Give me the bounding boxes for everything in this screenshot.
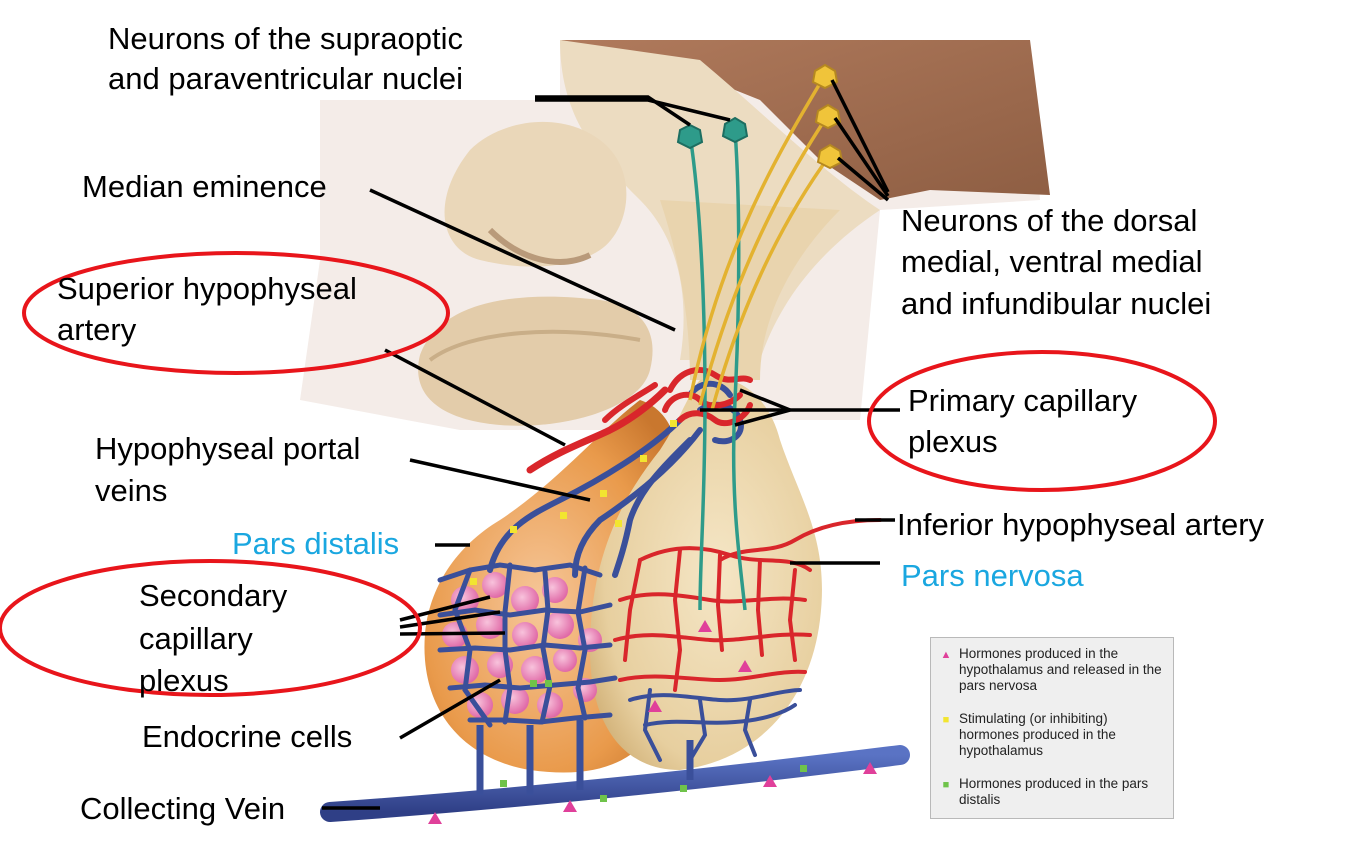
primary-plexus-ellipse xyxy=(867,350,1217,492)
gold-neuron-axons xyxy=(688,74,832,411)
superior-artery-ellipse xyxy=(22,251,450,375)
label-inferior-artery: Inferior hypophyseal artery xyxy=(897,507,1265,542)
collecting-vein xyxy=(320,720,910,822)
posterior-venous-network xyxy=(628,688,802,762)
label-dorsal-line2: medial, ventral medial xyxy=(901,244,1203,279)
leader-lines xyxy=(322,79,900,810)
superior-hypophyseal-artery xyxy=(526,386,669,474)
teal-neuron-axons xyxy=(688,129,747,611)
hormone-markers xyxy=(428,420,877,824)
label-pars-nervosa: Pars nervosa xyxy=(901,558,1084,593)
label-secondary-line1: Secondary xyxy=(139,578,288,613)
legend-box: ▲ Hormones produced in the hypothalamus … xyxy=(930,637,1174,819)
label-superior-artery-line2: artery xyxy=(57,312,137,347)
legend-item-pars-distalis-hormones: ■ Hormones produced in the pars distalis xyxy=(939,776,1167,808)
label-supraoptic-line1: Neurons of the supraoptic xyxy=(108,21,463,56)
inferior-capillary-network xyxy=(613,518,882,692)
secondary-plexus-ellipse xyxy=(0,559,422,697)
label-portal-veins-line1: Hypophyseal portal xyxy=(95,431,361,466)
pars-nervosa-lobe xyxy=(590,378,822,770)
label-secondary-line3: plexus xyxy=(139,663,229,698)
highlight-ellipses xyxy=(0,251,1217,697)
pink-triangle-icon: ▲ xyxy=(940,649,952,661)
legend-item-stimulating-hormones: ■ Stimulating (or inhibiting) hormones p… xyxy=(939,711,1167,759)
yellow-square-icon: ■ xyxy=(942,714,950,726)
label-supraoptic-line2: and paraventricular nuclei xyxy=(108,61,463,96)
secondary-capillary-mesh xyxy=(437,562,618,728)
label-secondary-line2: capillary xyxy=(139,621,253,656)
label-primary-line2: plexus xyxy=(908,424,998,459)
label-pars-distalis: Pars distalis xyxy=(232,526,400,561)
label-median-eminence: Median eminence xyxy=(82,169,327,204)
label-portal-veins-line2: veins xyxy=(95,473,168,508)
green-square-icon: ■ xyxy=(942,779,950,791)
label-endocrine-cells: Endocrine cells xyxy=(142,719,353,754)
label-dorsal-line1: Neurons of the dorsal xyxy=(901,203,1198,238)
label-collecting-vein: Collecting Vein xyxy=(80,791,286,826)
legend-item-pars-nervosa-hormones: ▲ Hormones produced in the hypothalamus … xyxy=(940,646,1162,693)
label-primary-line1: Primary capillary xyxy=(908,383,1138,418)
label-dorsal-line3: and infundibular nuclei xyxy=(901,286,1212,321)
neuron-cell-bodies xyxy=(676,63,844,170)
label-superior-artery-line1: Superior hypophyseal xyxy=(57,271,357,306)
